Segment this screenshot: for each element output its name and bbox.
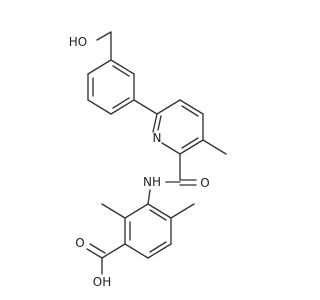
atom-label-pyridine-n: N — [153, 131, 162, 145]
bond — [156, 99, 181, 115]
double-bond-inner — [157, 115, 162, 131]
bond — [101, 243, 126, 259]
bond — [147, 203, 172, 219]
atom-label-acid-o: O — [75, 236, 84, 250]
bond — [101, 203, 126, 219]
bond — [87, 99, 112, 115]
bond — [161, 142, 181, 155]
bond — [147, 189, 151, 205]
atom-label-amide-nh: NH — [143, 175, 161, 189]
bond — [110, 99, 135, 115]
bond — [124, 243, 149, 259]
double-bond-inner — [181, 105, 199, 117]
bond — [202, 139, 227, 155]
bond — [170, 203, 195, 219]
double-bond-inner — [149, 241, 167, 253]
bond — [96, 31, 112, 41]
molecule-canvas: HO N NH O O OH — [69, 31, 227, 289]
atom-label-acid-oh: OH — [93, 275, 111, 289]
bond — [124, 203, 149, 219]
bond — [87, 59, 112, 75]
bond — [133, 99, 158, 115]
double-bond-inner — [149, 209, 167, 221]
bond — [179, 139, 204, 155]
double-bond-inner — [112, 65, 130, 77]
double-bond-inner — [112, 97, 130, 109]
bond — [147, 243, 172, 259]
atom-label-amide-o: O — [200, 176, 209, 190]
chemical-structure: HO N NH O O OH — [69, 31, 227, 289]
atom-label-hydroxyl: HO — [69, 35, 87, 49]
bond — [152, 113, 158, 133]
bond — [179, 99, 204, 115]
bond — [110, 59, 135, 75]
bond — [89, 243, 106, 254]
bond — [86, 248, 103, 259]
double-bond-inner — [181, 137, 199, 149]
